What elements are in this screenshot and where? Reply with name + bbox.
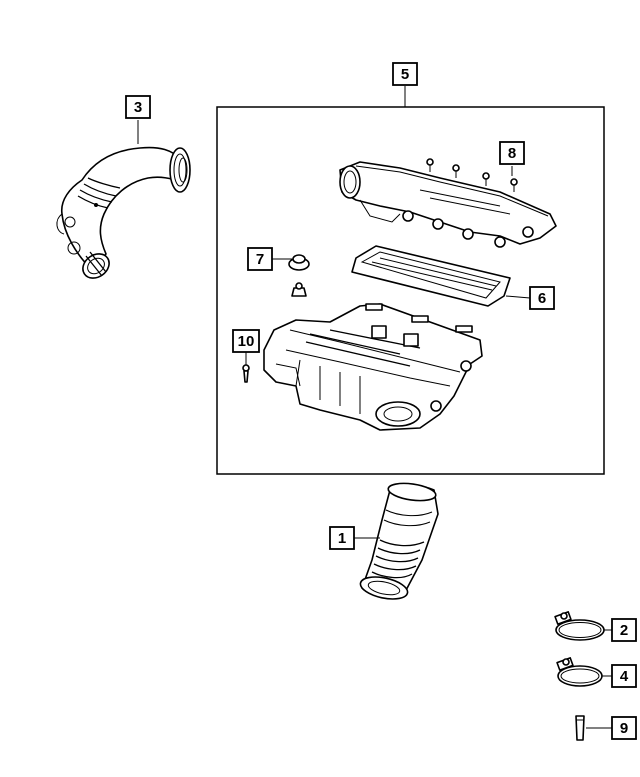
upper-air-duct: [56, 146, 191, 279]
callout-10: 10: [232, 329, 260, 353]
svg-text:10: 10: [238, 333, 255, 350]
svg-text:1: 1: [338, 530, 346, 547]
svg-text:6: 6: [538, 290, 546, 307]
hose-clamp-4: [556, 657, 603, 687]
cover-screws: [426, 158, 518, 192]
callout-6: 6: [529, 286, 555, 310]
callout-1: 1: [329, 526, 355, 550]
leader-lines: [137, 86, 612, 729]
air-filter-element: [351, 245, 511, 307]
svg-text:2: 2: [620, 622, 628, 639]
grommet: [288, 254, 310, 297]
assembly-frame: [216, 106, 605, 475]
pin-fastener-10: [242, 364, 250, 383]
callout-4: 4: [611, 664, 637, 688]
svg-text:3: 3: [134, 99, 142, 116]
callout-7: 7: [247, 247, 273, 271]
svg-text:4: 4: [620, 668, 629, 685]
air-cleaner-cover: [339, 161, 557, 248]
lower-air-duct: [359, 482, 439, 600]
callout-9: 9: [611, 716, 637, 740]
svg-text:8: 8: [508, 145, 516, 162]
callout-3: 3: [125, 95, 151, 119]
air-cleaner-lower-housing: [263, 303, 483, 431]
callout-5: 5: [392, 62, 418, 86]
callout-2: 2: [611, 618, 637, 642]
pin-9: [575, 715, 585, 741]
svg-text:5: 5: [401, 66, 409, 83]
svg-text:9: 9: [620, 720, 628, 737]
hose-clamp-2: [554, 611, 605, 641]
callout-8: 8: [499, 141, 525, 165]
svg-text:7: 7: [256, 251, 264, 268]
